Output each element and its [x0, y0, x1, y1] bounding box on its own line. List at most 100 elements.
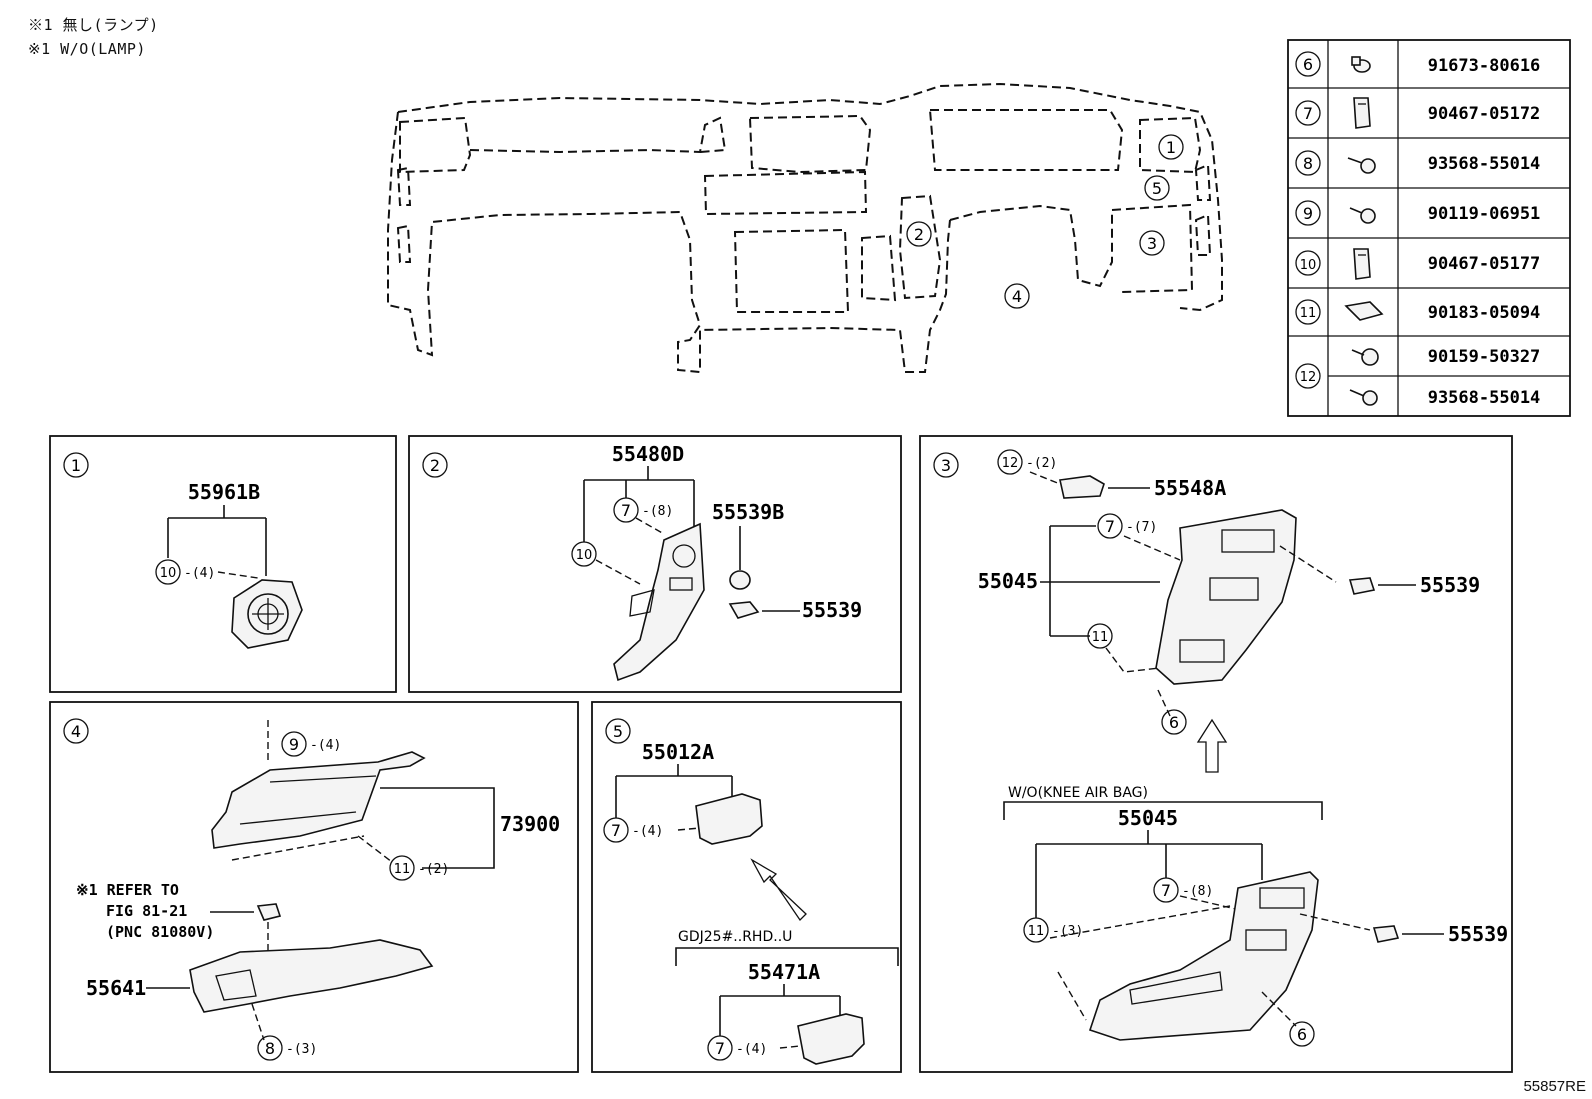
clip-icon — [1353, 248, 1371, 280]
p4-refer-line2: FIG 81-21 — [106, 902, 187, 920]
cover-part — [695, 793, 763, 845]
note-lamp-en: ※1 W/O(LAMP) — [28, 40, 146, 58]
p2-qty-7: -(8) — [642, 504, 673, 519]
panel-5-number: 5 — [613, 722, 623, 741]
table-part-7: 90467-05172 — [1428, 104, 1541, 124]
overview-callout-3: 3 — [1147, 234, 1157, 253]
panel-3-number: 3 — [941, 456, 951, 475]
bracket-part — [728, 601, 760, 619]
bracket-part — [1059, 475, 1105, 499]
table-ref-9: 9 — [1303, 204, 1313, 223]
variant-label-knee: W/O(KNEE AIR BAG) — [1008, 785, 1148, 801]
panel-1: 1 55961B 10 -(4) — [49, 435, 397, 693]
part-73900: 73900 — [500, 812, 560, 836]
p4-refer-line3: (PNC 81080V) — [106, 923, 214, 941]
panel-4: 4 9 -(4) 73900 11 -(2) ※1 REFER TO FIG 8… — [49, 701, 579, 1073]
p4-qty-8: -(3) — [286, 1042, 317, 1057]
overview-callout-2: 2 — [914, 225, 924, 244]
part-55539-b: 55539 — [1420, 573, 1480, 597]
panel-2-number: 2 — [430, 456, 440, 475]
p4-qty-11: -(2) — [418, 862, 449, 877]
screw-icon — [1351, 348, 1379, 366]
fastener-table — [1287, 39, 1571, 417]
part-55012A: 55012A — [642, 740, 714, 764]
part-55045-a: 55045 — [978, 569, 1038, 593]
table-part-12b: 93568-55014 — [1428, 388, 1541, 408]
screw-icon — [1349, 389, 1378, 406]
part-55539B: 55539B — [712, 500, 784, 524]
clip-icon — [1353, 97, 1371, 129]
cover-variant-part — [797, 1013, 865, 1065]
panel-1-number: 1 — [71, 456, 81, 475]
p5-clip-7: 7 — [611, 821, 621, 840]
p5-v-qty-7: -(4) — [736, 1042, 767, 1057]
part-55641: 55641 — [86, 976, 146, 1000]
cap-part — [729, 570, 751, 590]
vent-grille-part — [231, 579, 303, 649]
bolt-icon — [1349, 207, 1376, 224]
lamp-part — [256, 903, 282, 921]
part-55539-a: 55539 — [802, 598, 862, 622]
table-ref-6: 6 — [1303, 55, 1313, 74]
table-ref-7: 7 — [1303, 104, 1313, 123]
table-part-8: 93568-55014 — [1428, 154, 1541, 174]
side-panel-part — [613, 522, 705, 682]
panel-2: 2 55480D 7 -(8) 10 55539B 55539 — [408, 435, 902, 693]
panel-4-number: 4 — [71, 722, 81, 741]
bracket-part — [1348, 577, 1376, 595]
p4-clip-9: 9 — [289, 735, 299, 754]
fastener-table-rows: 6 91673-80616 7 90467-05172 8 93568-5501… — [1295, 51, 1541, 408]
knee-panel-variant-part — [1088, 871, 1319, 1041]
table-part-9: 90119-06951 — [1428, 204, 1541, 224]
glove-box-part — [211, 751, 426, 849]
diagram-code: 55857RE — [1523, 1078, 1586, 1095]
p3-v-clip-6: 6 — [1297, 1025, 1307, 1044]
table-ref-8: 8 — [1303, 154, 1313, 173]
table-part-10: 90467-05177 — [1428, 254, 1541, 274]
table-ref-10: 10 — [1300, 258, 1317, 273]
p3-v-qty-7: -(8) — [1182, 884, 1213, 899]
table-part-12a: 90159-50327 — [1428, 347, 1541, 367]
knee-panel-part — [1155, 509, 1297, 685]
part-55471A: 55471A — [748, 960, 820, 984]
p3-v-clip-11: 11 — [1028, 924, 1045, 939]
under-cover-part — [189, 939, 434, 1013]
p4-clip-11: 11 — [394, 862, 411, 877]
overview-callouts: 1 5 3 2 4 — [906, 134, 1184, 309]
part-55548A: 55548A — [1154, 476, 1226, 500]
p5-qty-7: -(4) — [632, 824, 663, 839]
p4-refer-line1: ※1 REFER TO — [76, 881, 179, 899]
arrow-up-icon — [1196, 718, 1228, 773]
arrow-diagonal-icon — [750, 858, 807, 922]
p5-v-clip-7: 7 — [715, 1039, 725, 1058]
p3-clip-11: 11 — [1092, 630, 1109, 645]
p2-clip-7: 7 — [621, 501, 631, 520]
p2-clip-10: 10 — [576, 548, 593, 563]
overview-callout-5: 5 — [1152, 179, 1162, 198]
dashboard-overview — [387, 82, 1223, 374]
panel-3: 3 12 -(2) 55548A 55045 7 -(7) 11 55539 6… — [919, 435, 1513, 1073]
p4-qty-9: -(4) — [310, 738, 341, 753]
p1-clip-10: 10 — [160, 566, 177, 581]
table-part-6: 91673-80616 — [1428, 56, 1541, 76]
p3-qty-7: -(7) — [1126, 520, 1157, 535]
panel-5: 5 55012A 7 -(4) GDJ25#..RHD..U 55471A 7 … — [591, 701, 902, 1073]
nut-clip-icon — [1344, 301, 1384, 321]
bracket-part — [1372, 925, 1400, 943]
table-ref-11: 11 — [1300, 306, 1317, 321]
overview-callout-1: 1 — [1166, 138, 1176, 157]
note-lamp-jp: ※1 無し(ランプ) — [28, 16, 159, 34]
variant-label-gdj: GDJ25#..RHD..U — [678, 929, 792, 945]
part-55480D: 55480D — [612, 442, 684, 466]
p3-clip-7: 7 — [1105, 517, 1115, 536]
table-ref-12: 12 — [1300, 370, 1317, 385]
p3-v-clip-7: 7 — [1161, 881, 1171, 900]
screw-icon — [1347, 157, 1376, 174]
table-part-11: 90183-05094 — [1428, 303, 1541, 323]
overview-callout-4: 4 — [1012, 287, 1022, 306]
p3-clip-6: 6 — [1169, 713, 1179, 732]
part-55539-c: 55539 — [1448, 922, 1508, 946]
p4-clip-8: 8 — [265, 1039, 275, 1058]
part-55045-b: 55045 — [1118, 806, 1178, 830]
